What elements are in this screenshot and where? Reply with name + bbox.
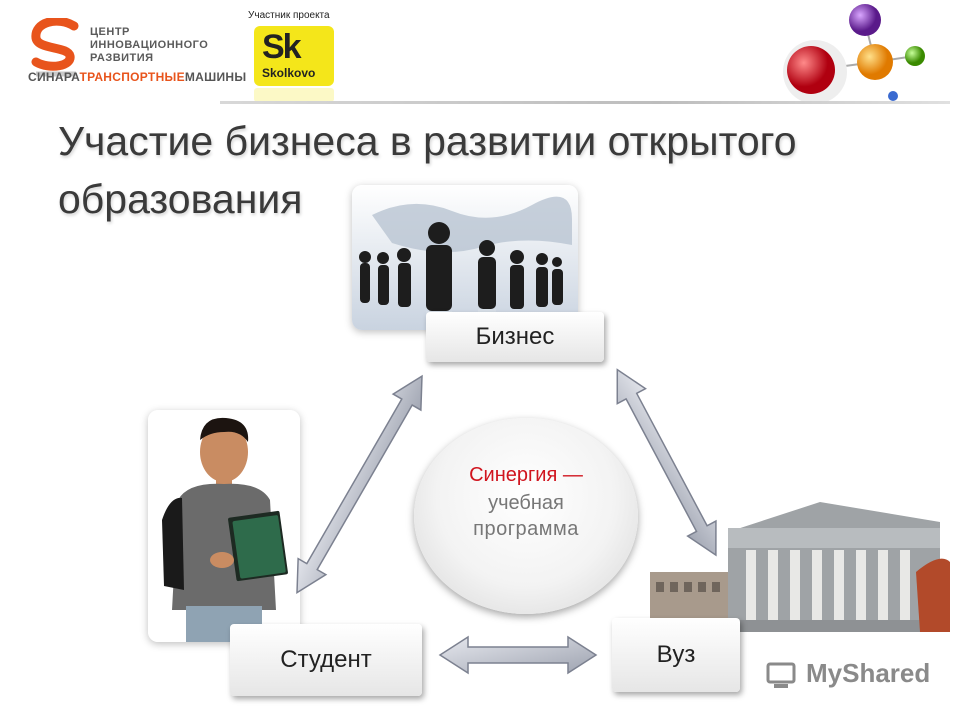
student-label: Студент bbox=[230, 624, 422, 696]
synergy-title: Синергия — bbox=[469, 464, 583, 486]
skolkovo-logo-reflection bbox=[254, 88, 334, 102]
business-label: Бизнес bbox=[426, 312, 604, 362]
project-participant-label: Участник проекта bbox=[248, 10, 330, 21]
myshared-watermark: MyShared bbox=[806, 658, 931, 688]
skolkovo-logo-text: Skolkovo bbox=[262, 66, 316, 80]
university-label: Вуз bbox=[612, 618, 740, 692]
myshared-logo-icon bbox=[766, 662, 796, 688]
synergy-line-2: учебная bbox=[488, 492, 564, 514]
skolkovo-logo-mark: Sk bbox=[262, 28, 302, 66]
university-building-image bbox=[650, 482, 950, 642]
arrow-student-university bbox=[438, 635, 598, 675]
student-image bbox=[148, 410, 300, 642]
center-logo-icon bbox=[31, 18, 79, 77]
molecule-decoration-icon bbox=[783, 4, 925, 104]
sinara-logo-text: СИНАРАТРАНСПОРТНЫЕМАШИНЫ bbox=[28, 70, 247, 84]
arrow-business-university bbox=[616, 368, 717, 557]
synergy-line-3: программа bbox=[473, 518, 579, 540]
business-people-image bbox=[352, 185, 578, 330]
synergy-circle: Синергия — учебная программа bbox=[414, 418, 638, 614]
center-logo-text: ЦЕНТР ИННОВАЦИОННОГО РАЗВИТИЯ bbox=[90, 26, 209, 64]
header-divider bbox=[220, 101, 950, 104]
slide-title: Участие бизнеса в развитии открытого обр… bbox=[58, 118, 797, 222]
arrow-student-business bbox=[296, 374, 423, 594]
skolkovo-logo: Sk Skolkovo bbox=[254, 26, 334, 86]
